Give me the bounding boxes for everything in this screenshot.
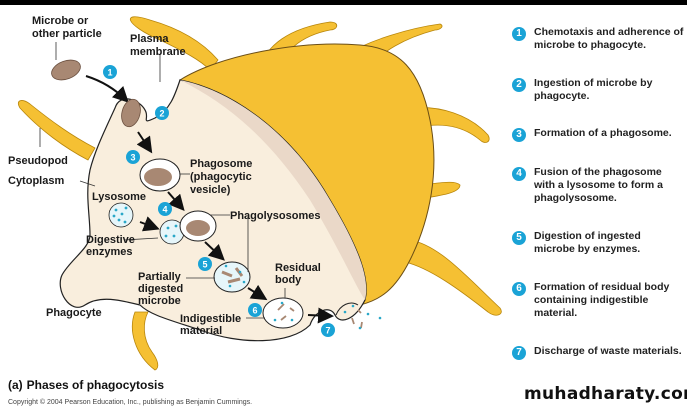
- label-partially-2: digested: [138, 283, 183, 295]
- arrow-step-2: [136, 131, 153, 154]
- caption-tag: (a): [8, 378, 23, 392]
- exocytosis-opening: [335, 302, 359, 316]
- pseudopod-top-left: [130, 16, 219, 71]
- arrow-step-6: [307, 307, 334, 324]
- step-1: 1 Chemotaxis and adherence of microbe to…: [512, 26, 684, 52]
- badge-7: 7: [321, 323, 335, 337]
- step-badge: 1: [512, 27, 526, 41]
- step-text: Chemotaxis and adherence of microbe to p…: [534, 26, 684, 51]
- arrow-lysosome: [139, 216, 160, 232]
- step-4: 4 Fusion of the phagosome with a lysosom…: [512, 166, 684, 205]
- step-badge: 6: [512, 282, 526, 296]
- pseudopod-right: [409, 107, 490, 143]
- top-black-bar: [0, 0, 687, 5]
- badge-1: 1: [103, 65, 117, 79]
- svg-text:2: 2: [159, 109, 164, 119]
- label-phagocyte: Phagocyte: [46, 307, 102, 319]
- enzyme-dots: [112, 206, 382, 330]
- pseudopod-left: [17, 100, 96, 161]
- label-phagosome-3: vesicle): [190, 184, 231, 196]
- step-text: Formation of residual body containing in…: [534, 281, 670, 319]
- step-badge: 4: [512, 167, 526, 181]
- label-microbe: Microbe or: [32, 15, 89, 27]
- label-phagosome: Phagosome: [190, 158, 252, 170]
- pseudopod-lower-right: [404, 239, 502, 316]
- lysosome: [108, 202, 134, 228]
- digesting-phagolysosome: [213, 261, 251, 293]
- label-plasma: Plasma: [130, 33, 169, 45]
- label-plasma-2: membrane: [130, 46, 186, 58]
- label-lysosome: Lysosome: [92, 191, 146, 203]
- svg-text:6: 6: [252, 306, 257, 316]
- label-residual-2: body: [275, 274, 302, 286]
- copyright-notice: Copyright © 2004 Pearson Education, Inc.…: [8, 399, 253, 406]
- step-2: 2 Ingestion of microbe by phagocyte.: [512, 77, 684, 103]
- arrow-step-5: [247, 284, 268, 301]
- svg-text:3: 3: [130, 153, 135, 163]
- leader-lines: [39, 42, 286, 319]
- caption-title: Phases of phagocytosis: [26, 378, 165, 392]
- figure-caption: (a)Phases of phagocytosis: [8, 378, 164, 392]
- watermark: muhadharaty.com: [524, 384, 687, 404]
- label-digestive: Digestive: [86, 234, 135, 246]
- svg-text:4: 4: [162, 205, 167, 215]
- step-7: 7 Discharge of waste materials.: [512, 345, 684, 360]
- label-partially: Partially: [138, 271, 182, 283]
- label-pseudopod: Pseudopod: [8, 155, 68, 167]
- label-phagosome-2: (phagocytic: [190, 171, 252, 183]
- label-digestive-2: enzymes: [86, 246, 132, 258]
- badge-6: 6: [248, 303, 262, 317]
- label-cytoplasm: Cytoplasm: [8, 175, 64, 187]
- step-text: Digestion of ingested microbe by enzymes…: [534, 230, 641, 255]
- step-3: 3 Formation of a phagosome.: [512, 127, 684, 142]
- microbe: [51, 59, 81, 81]
- step-badge: 7: [512, 346, 526, 360]
- badge-3: 3: [126, 150, 140, 164]
- label-partially-3: microbe: [138, 295, 181, 307]
- arrow-step-3: [167, 191, 185, 212]
- badge-2: 2: [155, 106, 169, 120]
- svg-text:1: 1: [107, 68, 112, 78]
- step-text: Fusion of the phagosome with a lysosome …: [534, 166, 663, 204]
- step-badge: 5: [512, 231, 526, 245]
- pseudopod-bottom: [131, 311, 159, 371]
- label-phagolysosomes: Phagolysosomes: [230, 210, 320, 222]
- step-5: 5 Digestion of ingested microbe by enzym…: [512, 230, 684, 256]
- step-text: Ingestion of microbe by phagocyte.: [534, 77, 653, 102]
- ingested-microbe: [121, 98, 141, 128]
- step-6: 6 Formation of residual body containing …: [512, 281, 684, 320]
- step-badge: 3: [512, 128, 526, 142]
- label-indigestible: Indigestible: [180, 313, 241, 325]
- badge-5: 5: [198, 257, 212, 271]
- step-badge: 2: [512, 78, 526, 92]
- step-text: Formation of a phagosome.: [534, 127, 672, 139]
- label-microbe-2: other particle: [32, 28, 102, 40]
- svg-text:5: 5: [202, 260, 207, 270]
- arrow-step-1: [85, 75, 129, 103]
- step-text: Discharge of waste materials.: [534, 345, 682, 357]
- label-residual: Residual: [275, 262, 321, 274]
- svg-text:7: 7: [325, 326, 330, 336]
- label-indigestible-2: material: [180, 325, 222, 337]
- badge-4: 4: [158, 202, 172, 216]
- arrow-step-4: [204, 241, 225, 261]
